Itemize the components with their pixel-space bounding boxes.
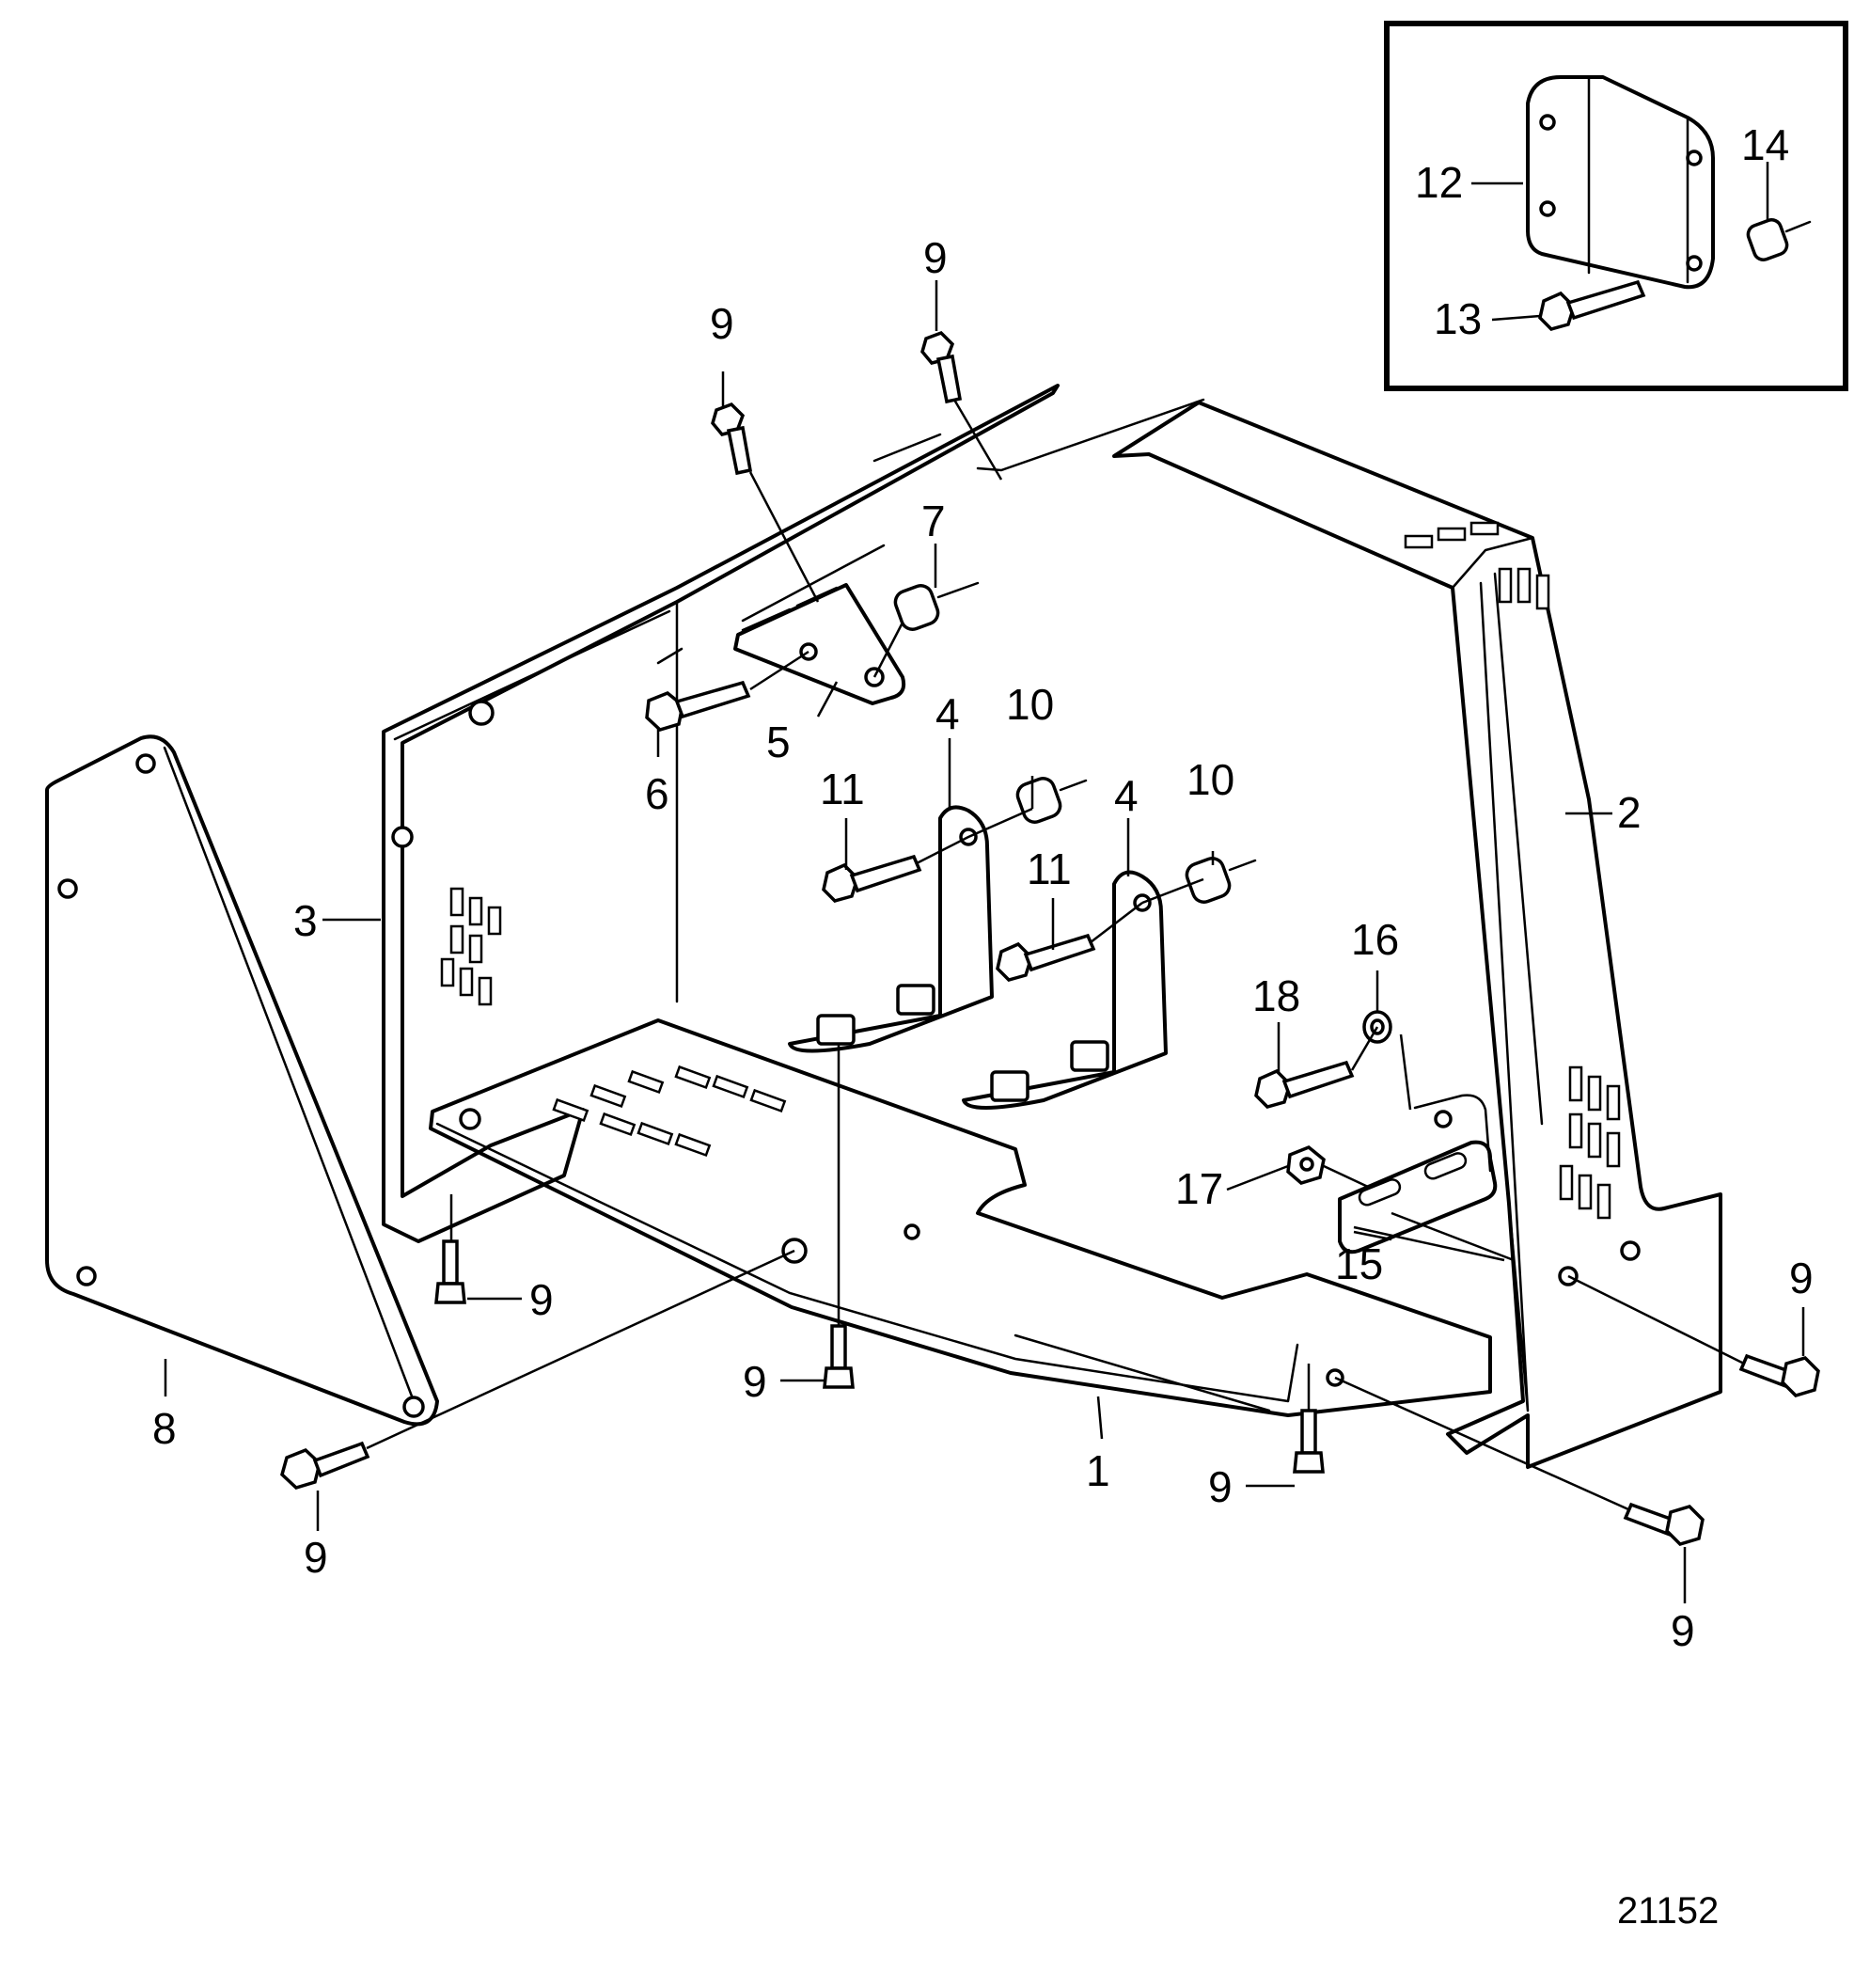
part-9-screw-bottom-center	[823, 1324, 855, 1389]
callout-10-left: 10	[1006, 680, 1054, 729]
callout-labels: 1 2 3 4 4 5 6 7 8 9 9 9 9 9 9 9 9 10 10 …	[152, 120, 1814, 1655]
part-8-side-plate	[45, 734, 439, 1427]
part-9-bolt-right-upper	[1738, 1353, 1820, 1397]
part-11-bolt-left	[822, 854, 922, 903]
part-9-screw-bottom-right	[1293, 1409, 1325, 1474]
callout-5: 5	[766, 718, 791, 766]
part-11-bolt-right	[996, 933, 1096, 982]
callout-9-bottom-left: 9	[529, 1275, 554, 1324]
part-10-spacer-left	[1015, 777, 1088, 824]
callout-9-top-left: 9	[710, 299, 734, 348]
callout-4-right: 4	[1114, 771, 1139, 820]
callout-1: 1	[1086, 1446, 1110, 1495]
part-15-slotted-bracket	[1338, 1094, 1498, 1254]
callout-8: 8	[152, 1404, 177, 1453]
part-9-screw-bottom-left	[434, 1239, 466, 1304]
callout-14: 14	[1741, 120, 1789, 169]
part-9-screw-top	[920, 330, 963, 404]
part-6-bolt	[645, 680, 751, 732]
part-5-bracket	[733, 583, 906, 705]
part-14-spacer	[1746, 218, 1812, 261]
callout-6: 6	[645, 769, 669, 818]
callout-4-left: 4	[935, 689, 960, 738]
part-12-angle-bracket	[1526, 75, 1715, 290]
part-4-bracket-right	[962, 870, 1168, 1110]
callout-9-bottom-right: 9	[1208, 1462, 1233, 1511]
callout-15: 15	[1335, 1239, 1383, 1288]
part-10-spacer-right	[1185, 857, 1257, 904]
drawing-number: 21152	[1617, 1890, 1719, 1932]
part-9-bolt-right-lower	[1623, 1502, 1705, 1546]
callout-12: 12	[1415, 158, 1463, 207]
callout-11-right: 11	[1027, 844, 1072, 893]
callout-3: 3	[293, 896, 318, 945]
callout-16: 16	[1351, 915, 1399, 964]
part-7-spacer	[893, 581, 980, 631]
inset-detail	[1384, 21, 1848, 391]
part-17-nut	[1286, 1144, 1326, 1185]
callout-10-right: 10	[1186, 755, 1234, 804]
callout-18: 18	[1252, 971, 1300, 1020]
callout-9-top: 9	[923, 233, 948, 282]
part-4-bracket-left	[788, 805, 994, 1053]
callout-7: 7	[921, 497, 946, 545]
part-18-bolt	[1254, 1060, 1355, 1109]
part-9-screw-top-left	[711, 402, 753, 476]
part-9-bolt-far-left	[280, 1441, 370, 1490]
part-1-base-tray	[429, 1018, 1492, 1417]
callout-9-far-left: 9	[304, 1533, 328, 1582]
assembly-lines	[366, 399, 1745, 1511]
callout-17: 17	[1175, 1164, 1223, 1213]
callout-leaders	[164, 280, 1805, 1603]
callout-9-right-upper: 9	[1789, 1254, 1814, 1302]
callout-9-bottom-center: 9	[743, 1357, 767, 1406]
part-13-bolt	[1538, 279, 1646, 331]
callout-9-right-lower: 9	[1671, 1606, 1695, 1655]
part-3-left-panel	[382, 384, 1060, 1243]
part-2-right-panel	[976, 398, 1722, 1469]
callout-11-left: 11	[820, 765, 865, 813]
callout-2: 2	[1617, 788, 1642, 837]
callout-13: 13	[1434, 294, 1482, 343]
